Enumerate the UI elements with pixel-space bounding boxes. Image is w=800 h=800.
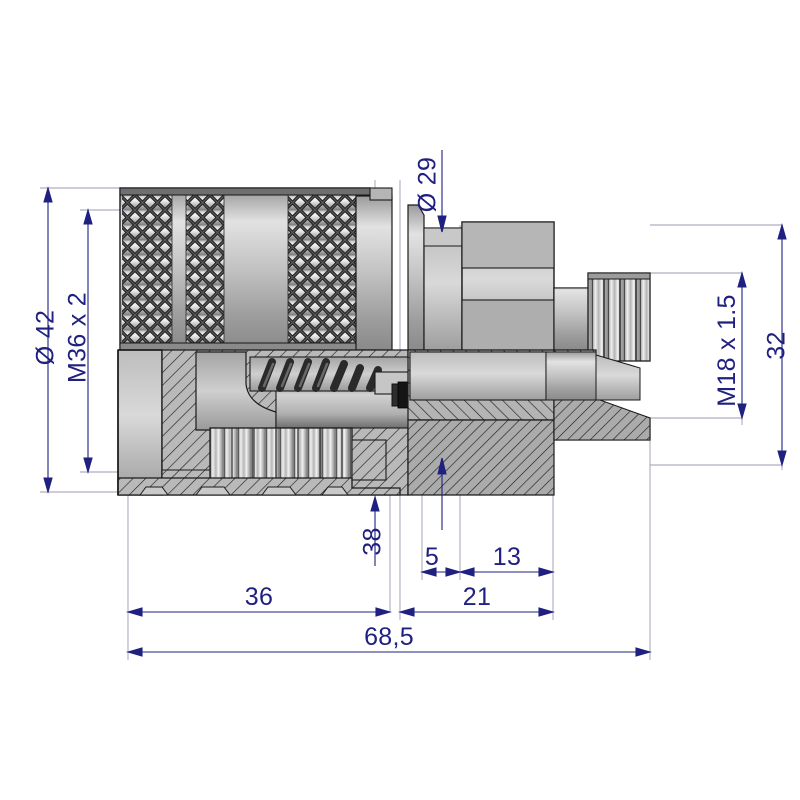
dim-label-thread-m36: M36 x 2 (63, 291, 92, 384)
knurled-sleeve (119, 187, 393, 351)
base-scallops (139, 486, 349, 496)
dim-line-thread-m18 (737, 270, 747, 421)
dim-label-length-685: 68,5 (364, 623, 414, 651)
dim-line-thread-m36 (83, 207, 93, 475)
dim-line-length-685 (125, 647, 653, 657)
dim-line-diameter-29 (437, 150, 447, 530)
hex-nut-block (461, 221, 555, 351)
internal-thread-band (209, 427, 387, 481)
dim-line-length-13 (457, 567, 556, 577)
neck-groove (407, 204, 463, 351)
dim-line-length-36 (125, 607, 393, 617)
dim-label-length-13: 13 (492, 543, 522, 571)
dim-label-length-5: 5 (424, 543, 440, 571)
dim-line-height-32 (777, 222, 787, 468)
dimension-lines (43, 150, 787, 657)
dim-label-height-38: 38 (358, 527, 387, 556)
section-hatch-right (407, 349, 651, 496)
m18-threaded-end (587, 272, 651, 362)
dim-line-height-38 (370, 494, 380, 566)
dim-label-height-32: 32 (762, 331, 791, 360)
dim-label-length-36: 36 (244, 583, 274, 611)
dim-line-length-5 (419, 567, 463, 577)
coupling-body-geometry (117, 187, 651, 496)
dim-label-length-21: 21 (462, 583, 492, 611)
dim-line-diameter-42 (43, 185, 53, 495)
dim-line-length-21 (397, 607, 556, 617)
dim-label-thread-m18: M18 x 1.5 (713, 294, 741, 407)
dim-label-diameter-42: Ø 42 (31, 309, 60, 366)
dim-label-diameter-29: Ø 29 (413, 156, 442, 213)
